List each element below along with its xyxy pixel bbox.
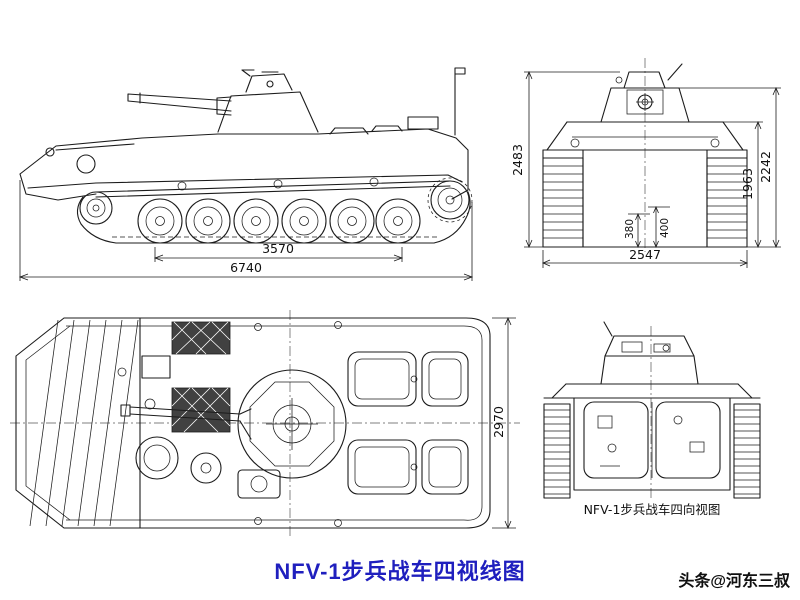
dim-label-400: 400 [659,218,671,238]
top-dimensions: 2970 [491,316,516,530]
page-title: NFV-1步兵战车四视线图 [274,559,526,584]
dim-label-2547: 2547 [629,247,661,262]
top-turret [120,369,347,479]
dim-label-3570: 3570 [262,241,294,256]
rear-track-right [733,403,761,499]
front-turret [600,63,690,123]
dim-label-2483: 2483 [510,144,525,176]
side-view-drawing: 3570 6740 [18,67,474,281]
top-centerlines [10,310,520,536]
front-view-drawing: 2483 1963 2242 380 400 2547 [510,58,781,268]
side-dimensions: 3570 6740 [18,180,474,281]
front-track-right [706,157,748,248]
top-hull-outline [15,317,491,529]
rear-view-drawing: NFV-1步兵战车四向视图 [543,321,761,517]
watermark: 头条@河东三叔 [678,573,790,590]
top-view-drawing: 2970 [10,310,520,536]
dim-label-1963: 1963 [740,168,755,200]
dim-label-2242: 2242 [758,151,773,183]
top-crew-hatches [117,355,281,499]
side-gun-barrel [127,92,232,116]
dim-label-6740: 6740 [230,260,262,275]
top-roof-hatches [347,351,469,495]
rear-track-left [543,403,571,499]
rear-turret [600,321,699,385]
rear-hull [543,383,761,491]
dim-label-380: 380 [624,219,636,239]
rear-doors [583,401,721,479]
front-dimensions: 2483 1963 2242 380 400 2547 [510,70,781,268]
top-engine-grilles [171,321,231,433]
side-running-gear [27,174,473,244]
dim-label-2970: 2970 [491,406,506,438]
rear-view-caption: NFV-1步兵战车四向视图 [584,502,721,517]
side-hull [19,67,469,201]
top-firing-ports [254,321,342,527]
front-track-left [542,157,584,248]
side-turret [217,69,319,133]
